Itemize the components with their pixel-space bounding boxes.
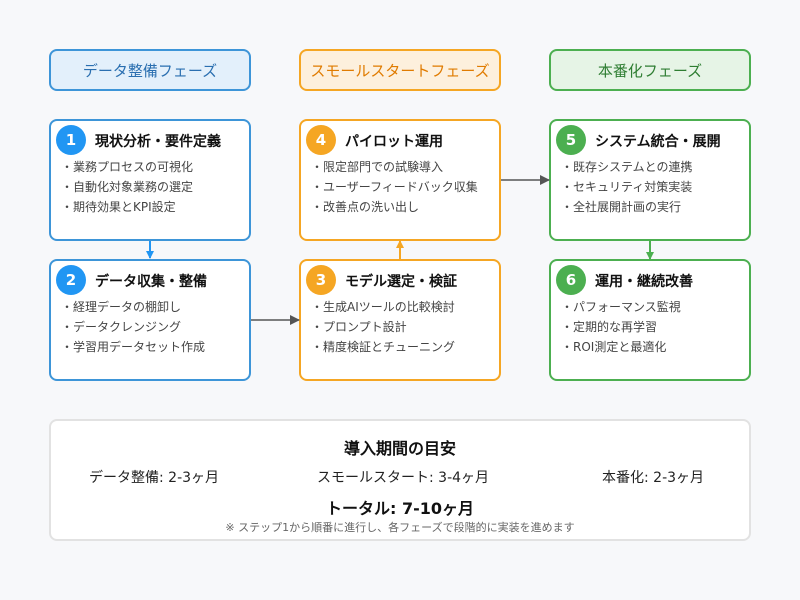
step-title: パイロット運用 bbox=[345, 134, 443, 150]
step-card-1: 1 現状分析・要件定義 ・業務プロセスの可視化 ・自動化対象業務の選定 ・期待効… bbox=[49, 119, 251, 241]
step-title: システム統合・展開 bbox=[595, 134, 721, 150]
step-task-item: ・業務プロセスの可視化 bbox=[61, 160, 194, 174]
step-title: モデル選定・検証 bbox=[345, 274, 457, 290]
step-card-6: 6 運用・継続改善 ・パフォーマンス監視 ・定期的な再学習 ・ROI測定と最適化 bbox=[549, 259, 751, 381]
step-task-item: ・ROI測定と最適化 bbox=[561, 340, 667, 354]
step-task-item: ・全社展開計画の実行 bbox=[561, 200, 682, 214]
duration-summary-panel: 導入期間の目安 データ整備: 2-3ヶ月 スモールスタート: 3-4ヶ月 本番化… bbox=[49, 419, 751, 541]
step-title: 運用・継続改善 bbox=[595, 274, 693, 290]
step-task-list: ・既存システムとの連携 ・セキュリティ対策実装 ・全社展開計画の実行 bbox=[561, 157, 693, 217]
step-task-item: ・経理データの棚卸し bbox=[61, 300, 182, 314]
phase-header-small-start: スモールスタートフェーズ bbox=[299, 49, 501, 91]
summary-note: ※ ステップ1から順番に進行し、各フェーズで段階的に実装を進めます bbox=[225, 521, 575, 534]
step-card-5: 5 システム統合・展開 ・既存システムとの連携 ・セキュリティ対策実装 ・全社展… bbox=[549, 119, 751, 241]
step-task-item: ・既存システムとの連携 bbox=[561, 160, 693, 174]
step-task-item: ・精度検証とチューニング bbox=[311, 340, 456, 354]
step-task-item: ・パフォーマンス監視 bbox=[561, 300, 681, 314]
step-card-3: 3 モデル選定・検証 ・生成AIツールの比較検討 ・プロンプト設計 ・精度検証と… bbox=[299, 259, 501, 381]
step-task-item: ・改善点の洗い出し bbox=[311, 200, 420, 214]
step-task-list: ・経理データの棚卸し ・データクレンジング ・学習用データセット作成 bbox=[61, 297, 205, 357]
step-title: データ収集・整備 bbox=[95, 274, 207, 290]
summary-total-duration: トータル: 7-10ヶ月 bbox=[325, 499, 474, 518]
step-task-item: ・学習用データセット作成 bbox=[61, 340, 206, 354]
step-task-item: ・期待効果とKPI設定 bbox=[61, 200, 176, 214]
step-task-list: ・生成AIツールの比較検討 ・プロンプト設計 ・精度検証とチューニング bbox=[311, 297, 455, 357]
step-number-badge: 4 bbox=[306, 125, 336, 155]
step-task-item: ・定期的な再学習 bbox=[561, 320, 658, 334]
step-task-item: ・生成AIツールの比較検討 bbox=[311, 300, 455, 314]
step-number-badge: 2 bbox=[56, 265, 86, 295]
step-task-item: ・自動化対象業務の選定 bbox=[61, 180, 194, 194]
step-card-4: 4 パイロット運用 ・限定部門での試験導入 ・ユーザーフィードバック収集 ・改善… bbox=[299, 119, 501, 241]
step-number-badge: 5 bbox=[556, 125, 586, 155]
step-number-badge: 1 bbox=[56, 125, 86, 155]
step-task-item: ・データクレンジング bbox=[61, 320, 182, 334]
phase-header-production: 本番化フェーズ bbox=[549, 49, 751, 91]
summary-small-start-duration: スモールスタート: 3-4ヶ月 bbox=[317, 470, 490, 486]
summary-title: 導入期間の目安 bbox=[343, 439, 456, 458]
step-task-list: ・限定部門での試験導入 ・ユーザーフィードバック収集 ・改善点の洗い出し bbox=[311, 157, 478, 217]
summary-data-prep-duration: データ整備: 2-3ヶ月 bbox=[89, 470, 220, 486]
step-task-item: ・限定部門での試験導入 bbox=[311, 160, 444, 174]
phase-header-data-prep: データ整備フェーズ bbox=[49, 49, 251, 91]
step-task-item: ・セキュリティ対策実装 bbox=[561, 180, 693, 194]
step-number-badge: 3 bbox=[306, 265, 336, 295]
summary-production-duration: 本番化: 2-3ヶ月 bbox=[602, 470, 705, 486]
step-task-item: ・ユーザーフィードバック収集 bbox=[311, 180, 478, 194]
step-number-badge: 6 bbox=[556, 265, 586, 295]
step-task-list: ・パフォーマンス監視 ・定期的な再学習 ・ROI測定と最適化 bbox=[561, 297, 681, 357]
step-task-list: ・業務プロセスの可視化 ・自動化対象業務の選定 ・期待効果とKPI設定 bbox=[61, 157, 193, 217]
step-task-item: ・プロンプト設計 bbox=[311, 320, 407, 334]
step-card-2: 2 データ収集・整備 ・経理データの棚卸し ・データクレンジング ・学習用データ… bbox=[49, 259, 251, 381]
step-title: 現状分析・要件定義 bbox=[95, 134, 221, 150]
